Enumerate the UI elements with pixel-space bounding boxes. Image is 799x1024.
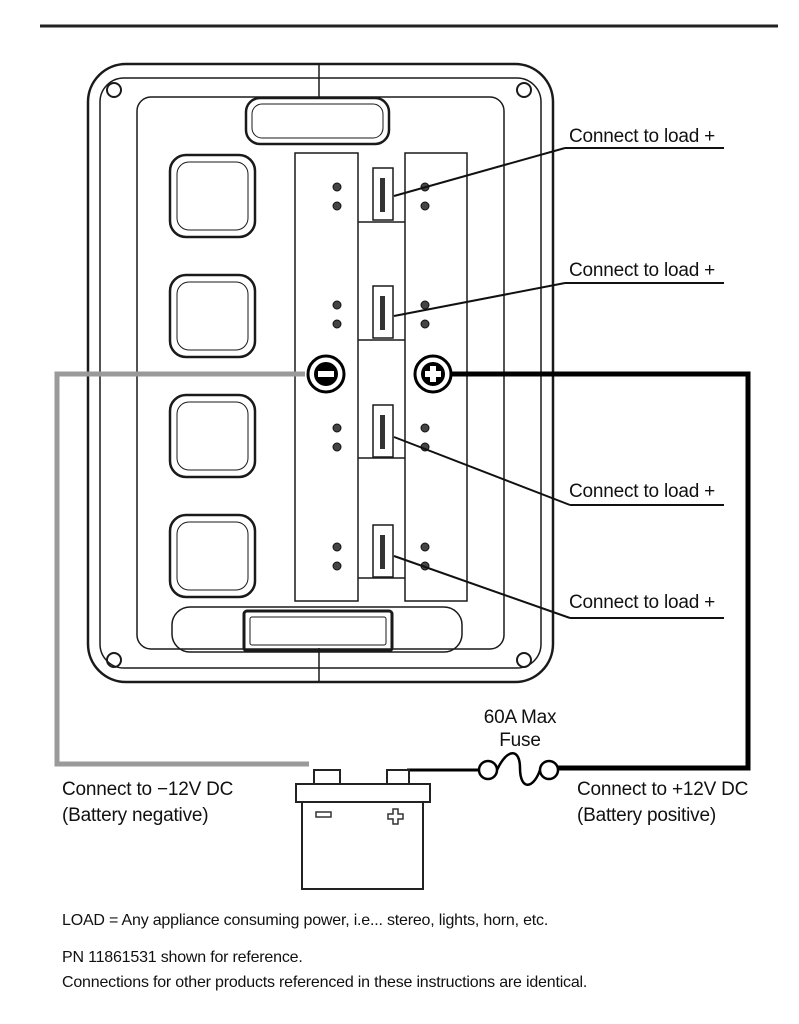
load-leader-lines bbox=[393, 147, 724, 619]
switch-terminal bbox=[372, 285, 394, 339]
load-label: Connect to load + bbox=[569, 260, 715, 281]
positive-wire bbox=[446, 371, 751, 771]
rocker-switch bbox=[168, 513, 257, 599]
negative-label: Connect to −12V DC bbox=[62, 779, 233, 800]
fuse-icon bbox=[477, 752, 560, 786]
switch-terminal bbox=[372, 404, 394, 458]
fuse-label: 60A Max bbox=[484, 707, 557, 728]
plus-terminal-icon bbox=[413, 354, 453, 394]
rocker-switch bbox=[168, 273, 257, 359]
switch-terminal bbox=[372, 167, 394, 221]
terminal-screws bbox=[332, 182, 430, 571]
load-label: Connect to load + bbox=[569, 481, 715, 502]
battery-icon bbox=[295, 769, 431, 890]
negative-wire bbox=[54, 371, 309, 767]
label-slot-bottom bbox=[242, 609, 394, 653]
positive-bus-bar bbox=[404, 152, 468, 602]
positive-label: Connect to +12V DC bbox=[577, 779, 748, 800]
minus-terminal-icon bbox=[306, 354, 346, 394]
fuse-label: Fuse bbox=[499, 730, 540, 751]
screw-icon bbox=[516, 652, 532, 668]
positive-label: (Battery positive) bbox=[577, 805, 716, 826]
screw-icon bbox=[106, 652, 122, 668]
negative-label: (Battery negative) bbox=[62, 805, 208, 826]
switch-terminal bbox=[372, 524, 394, 578]
label-slot-top bbox=[244, 96, 391, 146]
note-load-definition: LOAD = Any appliance consuming power, i.… bbox=[62, 912, 548, 929]
load-label: Connect to load + bbox=[569, 592, 715, 613]
rocker-switch bbox=[168, 393, 257, 479]
screw-icon bbox=[106, 82, 122, 98]
load-label: Connect to load + bbox=[569, 126, 715, 147]
note-identical: Connections for other products reference… bbox=[62, 974, 587, 991]
note-part-number: PN 11861531 shown for reference. bbox=[62, 949, 303, 966]
rocker-switch bbox=[168, 153, 257, 239]
negative-bus-bar bbox=[294, 152, 359, 602]
screw-icon bbox=[516, 82, 532, 98]
